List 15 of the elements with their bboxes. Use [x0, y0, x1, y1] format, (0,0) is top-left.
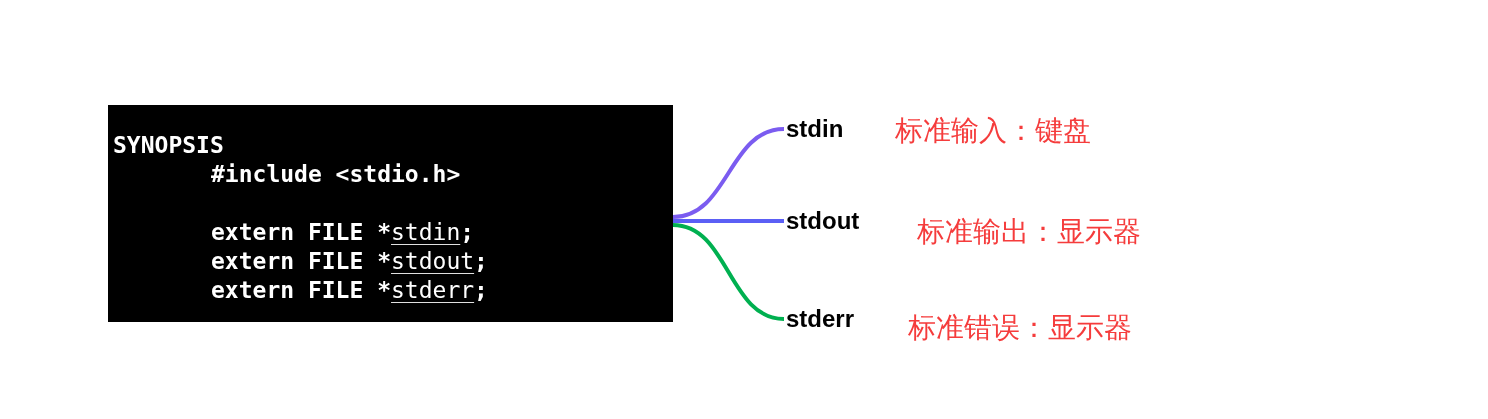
stream-label: stderr [786, 305, 855, 333]
description-text: 标准输入：键盘 [895, 116, 1091, 146]
code-line: #include <stdio.h> [211, 160, 461, 189]
code-line: extern FILE *stdin; [211, 218, 475, 247]
description-text: 标准输出：显示器 [917, 217, 1141, 247]
code-line: extern FILE *stderr; [211, 276, 488, 305]
stream-label: stdin [786, 115, 844, 143]
code-block [108, 105, 673, 322]
connector-curve [673, 219, 784, 223]
code-line: extern FILE *stdout; [211, 247, 488, 276]
connector-curve [672, 127, 785, 219]
connector-curve [672, 223, 785, 321]
description-text: 标准错误：显示器 [908, 313, 1132, 343]
section-heading: SYNOPSIS [113, 131, 224, 160]
stream-label: stdout [786, 207, 860, 235]
